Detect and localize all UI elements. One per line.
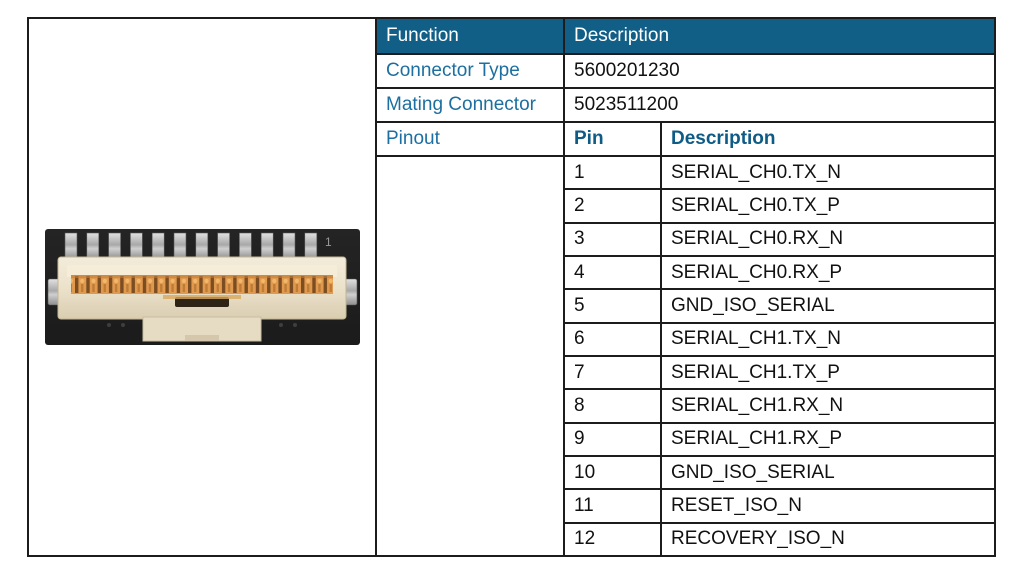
pin-number-cell: 7: [565, 356, 662, 389]
pin-row: 6 SERIAL_CH1.TX_N: [565, 321, 994, 355]
pin-row: 11 RESET_ISO_N: [565, 488, 994, 522]
pin-number-cell: 9: [565, 423, 662, 455]
pin-column-header: Pin: [565, 123, 662, 155]
connector-type-label: Connector Type: [377, 55, 565, 87]
pin-description-cell: RESET_ISO_N: [671, 494, 802, 516]
pin-number-cell: 5: [565, 290, 662, 322]
pcb-dots: [106, 323, 297, 327]
pin-description-column-header: Description: [671, 128, 776, 149]
pin-description-cell: RECOVERY_ISO_N: [671, 528, 845, 550]
connector-type-row: Connector Type 5600201230: [377, 53, 994, 87]
connector-body: [57, 256, 346, 320]
pin-row: 12 RECOVERY_ISO_N: [565, 521, 994, 555]
pin-row: 8 SERIAL_CH1.RX_N: [565, 388, 994, 422]
pin-row: 2 SERIAL_CH0.TX_P: [565, 188, 994, 222]
pin-row: 4 SERIAL_CH0.RX_P: [565, 254, 994, 289]
pin-number-cell: 8: [565, 390, 662, 422]
mating-connector-label: Mating Connector: [377, 89, 565, 121]
connector-photo-cell: 1: [29, 19, 377, 555]
connector-photo-graphic: 1: [44, 229, 360, 345]
mating-connector-row: Mating Connector 5023511200: [377, 87, 994, 121]
pin-row: 9 SERIAL_CH1.RX_P: [565, 421, 994, 455]
connector-spec-table: 1: [27, 17, 996, 557]
connector-type-value: 5600201230: [574, 60, 680, 81]
pin-row: 10 GND_ISO_SERIAL: [565, 454, 994, 489]
pin-row: 7 SERIAL_CH1.TX_P: [565, 354, 994, 389]
solder-pins: [64, 232, 317, 260]
pinout-body: 1 SERIAL_CH0.TX_N 2 SERIAL_CH0.TX_P 3 SE…: [377, 155, 994, 555]
pin-row: 1 SERIAL_CH0.TX_N: [565, 157, 994, 189]
mounting-tabs: [47, 278, 357, 306]
spec-columns: Function Description Connector Type 5600…: [377, 19, 994, 555]
pin-number-cell: 4: [565, 256, 662, 289]
pinout-spanning-cell: [377, 157, 565, 555]
pin-row: 3 SERIAL_CH0.RX_N: [565, 221, 994, 255]
pin-number-cell: 3: [565, 223, 662, 255]
pin-description-cell: SERIAL_CH1.TX_P: [671, 361, 840, 383]
header-function: Function: [377, 19, 565, 53]
pin1-marker: 1: [325, 235, 332, 249]
pin-list: 1 SERIAL_CH0.TX_N 2 SERIAL_CH0.TX_P 3 SE…: [565, 157, 994, 555]
pin-description-cell: SERIAL_CH1.RX_P: [671, 428, 843, 450]
header-description: Description: [574, 25, 670, 46]
pinout-header-row: Pinout Pin Description: [377, 121, 994, 155]
pin-number-cell: 6: [565, 323, 662, 355]
pinout-label: Pinout: [377, 123, 565, 155]
pin-description-cell: SERIAL_CH0.RX_N: [671, 228, 844, 250]
pin-description-cell: SERIAL_CH1.RX_N: [671, 394, 844, 416]
pin-number-cell: 12: [565, 523, 662, 555]
bottom-tab: [142, 316, 261, 342]
connector-photo: 1: [44, 229, 360, 345]
pin-description-cell: SERIAL_CH1.TX_N: [671, 328, 842, 350]
pin-description-cell: SERIAL_CH0.TX_P: [671, 194, 840, 216]
mating-connector-value: 5023511200: [574, 94, 679, 115]
pin-description-cell: SERIAL_CH0.RX_P: [671, 261, 843, 283]
pin-description-cell: GND_ISO_SERIAL: [671, 461, 835, 483]
pin-number-cell: 1: [565, 157, 662, 189]
table-header-row: Function Description: [377, 19, 994, 53]
pin-description-cell: GND_ISO_SERIAL: [671, 294, 835, 316]
pin-number-cell: 2: [565, 190, 662, 222]
pin-number-cell: 10: [565, 456, 662, 489]
pin-number-cell: 11: [565, 490, 662, 522]
pin-description-cell: SERIAL_CH0.TX_N: [671, 161, 842, 183]
pin-row: 5 GND_ISO_SERIAL: [565, 288, 994, 322]
